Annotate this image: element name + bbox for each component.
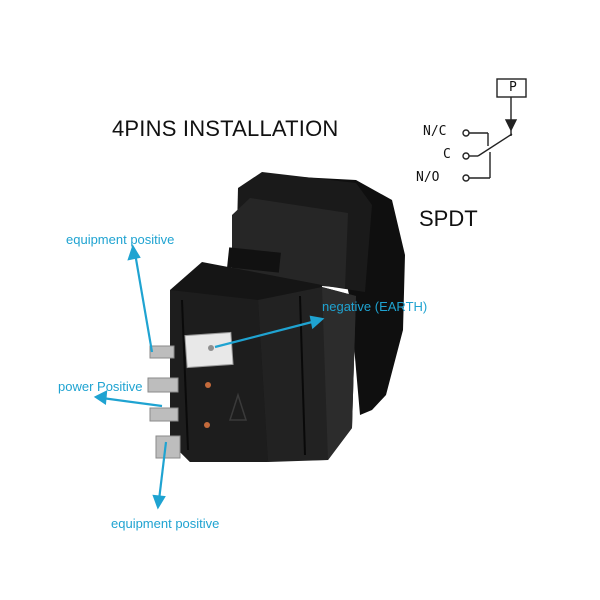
callout-equipment-positive-top: equipment positive (66, 232, 175, 247)
switch-pins (147, 345, 181, 459)
pin-bottom (155, 435, 181, 459)
terminal-c (462, 152, 470, 160)
callout-equipment-positive-bottom: equipment positive (111, 516, 220, 531)
callout-power-positive: power Positive (58, 379, 143, 394)
callout-negative-earth: negative (EARTH) (322, 299, 428, 314)
pin-middle (147, 377, 179, 393)
schematic-no-label: N/O (416, 170, 440, 185)
arrow-equipment-positive-top (133, 252, 154, 353)
schematic-pole-label: P (509, 80, 517, 95)
pin-lower (149, 407, 179, 422)
installation-title: 4PINS INSTALLATION (112, 116, 339, 141)
spdt-schematic (462, 78, 527, 182)
schematic-c-label: C (443, 147, 451, 162)
schematic-nc-label: N/C (423, 124, 447, 139)
arrow-negative-earth (214, 319, 317, 349)
terminal-no (462, 174, 470, 182)
pin-top (149, 345, 175, 359)
arrow-power-positive (101, 396, 163, 408)
switch-type-label: SPDT (419, 206, 478, 231)
terminal-nc (462, 129, 470, 137)
arrow-equipment-positive-bottom (157, 441, 168, 501)
